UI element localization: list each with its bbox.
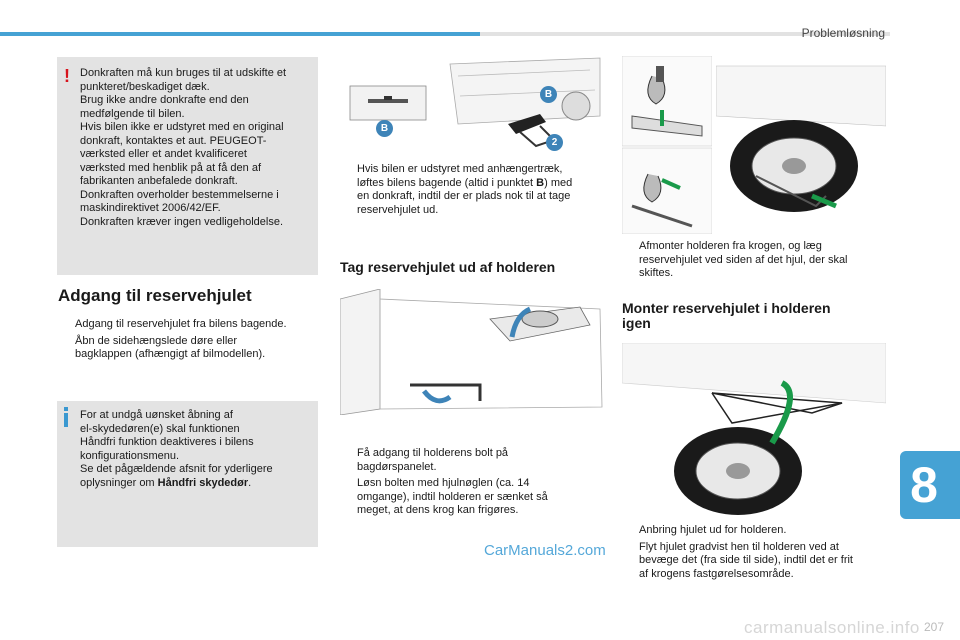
footer-logo: carmanualsonline.info	[744, 618, 920, 637]
take-out-bullets: Få adgang til holderens bolt på bagdørsp…	[340, 447, 605, 521]
bullet-text: Få adgang til holderens bolt på bagdørsp…	[357, 447, 509, 473]
take-out-title: Tag reservehjulet ud af holderen	[340, 259, 556, 275]
info-icon	[64, 407, 68, 427]
point-b-marker: B	[376, 120, 393, 137]
section-title: Problemløsning	[801, 26, 885, 40]
step-2-marker: 2	[546, 134, 563, 151]
bullet-text: Åbn de sidehængslede døre eller bagklapp…	[75, 334, 266, 361]
spare-wheel-drawing	[716, 65, 886, 212]
exclamation-warning-icon: !	[64, 66, 70, 86]
info-box: For at undgå uønsket åbning af el-skyded…	[57, 401, 318, 547]
info-text-end: .	[248, 476, 252, 489]
bullet-text: Flyt hjulet gradvist hen til holderen ve…	[639, 540, 853, 580]
list-item: Løsn bolten med hjulnøglen (ca. 14 omgan…	[340, 477, 605, 518]
hook-illustration	[622, 56, 712, 234]
boot-drawing	[340, 289, 603, 415]
list-item: Afmonter holderen fra krogen, og læg res…	[622, 240, 887, 281]
jack-illustration: B B 2	[340, 56, 604, 153]
jack-drawing	[349, 57, 601, 148]
watermark-text: CarManuals2.com	[484, 542, 606, 559]
towbar-text: Hvis bilen er udstyret med anhængertræk,…	[357, 163, 563, 189]
refit-title: Monter reservehjulet i holderen igen	[622, 300, 831, 331]
header-divider	[480, 32, 890, 36]
point-b-label: B	[536, 176, 545, 189]
bullet-text: Anbring hjulet ud for holderen.	[639, 524, 787, 536]
hook-drawing	[622, 56, 712, 234]
page-number: 207	[923, 620, 944, 634]
access-section-title: Adgang til reservehjulet	[58, 286, 252, 305]
warning-text: Donkraften må kun bruges til at udskifte…	[80, 67, 287, 228]
bullet-text: Afmonter holderen fra krogen, og læg res…	[639, 240, 848, 279]
remove-note: Afmonter holderen fra krogen, og læg res…	[622, 240, 887, 284]
list-item: Få adgang til holderens bolt på bagdørsp…	[340, 447, 605, 474]
towbar-text-end: ) med en donkraft, indtil der er plads n…	[357, 176, 573, 216]
point-b-car-marker: B	[540, 86, 557, 103]
info-text: For at undgå uønsket åbning af el-skyded…	[80, 409, 316, 490]
list-item: Flyt hjulet gradvist hen til holderen ve…	[622, 541, 887, 582]
refit-bullets: Anbring hjulet ud for holderen. Flyt hju…	[622, 524, 887, 584]
spare-wheel-illustration	[716, 56, 886, 234]
info-text-bold: Håndfri skydedør	[157, 476, 249, 489]
access-bullets: Adgang til reservehjulet fra bilens bage…	[58, 318, 320, 365]
warning-box: Donkraften må kun bruges til at udskifte…	[57, 57, 318, 275]
bullet-text: Løsn bolten med hjulnøglen (ca. 14 omgan…	[357, 477, 548, 516]
info-text-main: For at undgå uønsket åbning af el-skyded…	[80, 409, 273, 489]
list-item: Åbn de sidehængslede døre eller bagklapp…	[58, 335, 320, 362]
refit-illustration	[622, 343, 886, 515]
bullet-text: Hvis bilen er udstyret med anhængertræk,…	[357, 163, 572, 216]
list-item: Anbring hjulet ud for holderen.	[622, 524, 887, 538]
bullet-text: Adgang til reservehjulet fra bilens bage…	[75, 318, 287, 330]
boot-bolt-illustration	[340, 289, 604, 415]
list-item: Adgang til reservehjulet fra bilens bage…	[58, 318, 320, 332]
chapter-number: 8	[910, 457, 938, 513]
list-item: Hvis bilen er udstyret med anhængertræk,…	[340, 163, 605, 217]
refit-drawing	[622, 343, 886, 515]
chapter-tab: 8	[900, 451, 960, 519]
towbar-note: Hvis bilen er udstyret med anhængertræk,…	[340, 163, 605, 220]
header-accent-bar	[0, 32, 480, 36]
